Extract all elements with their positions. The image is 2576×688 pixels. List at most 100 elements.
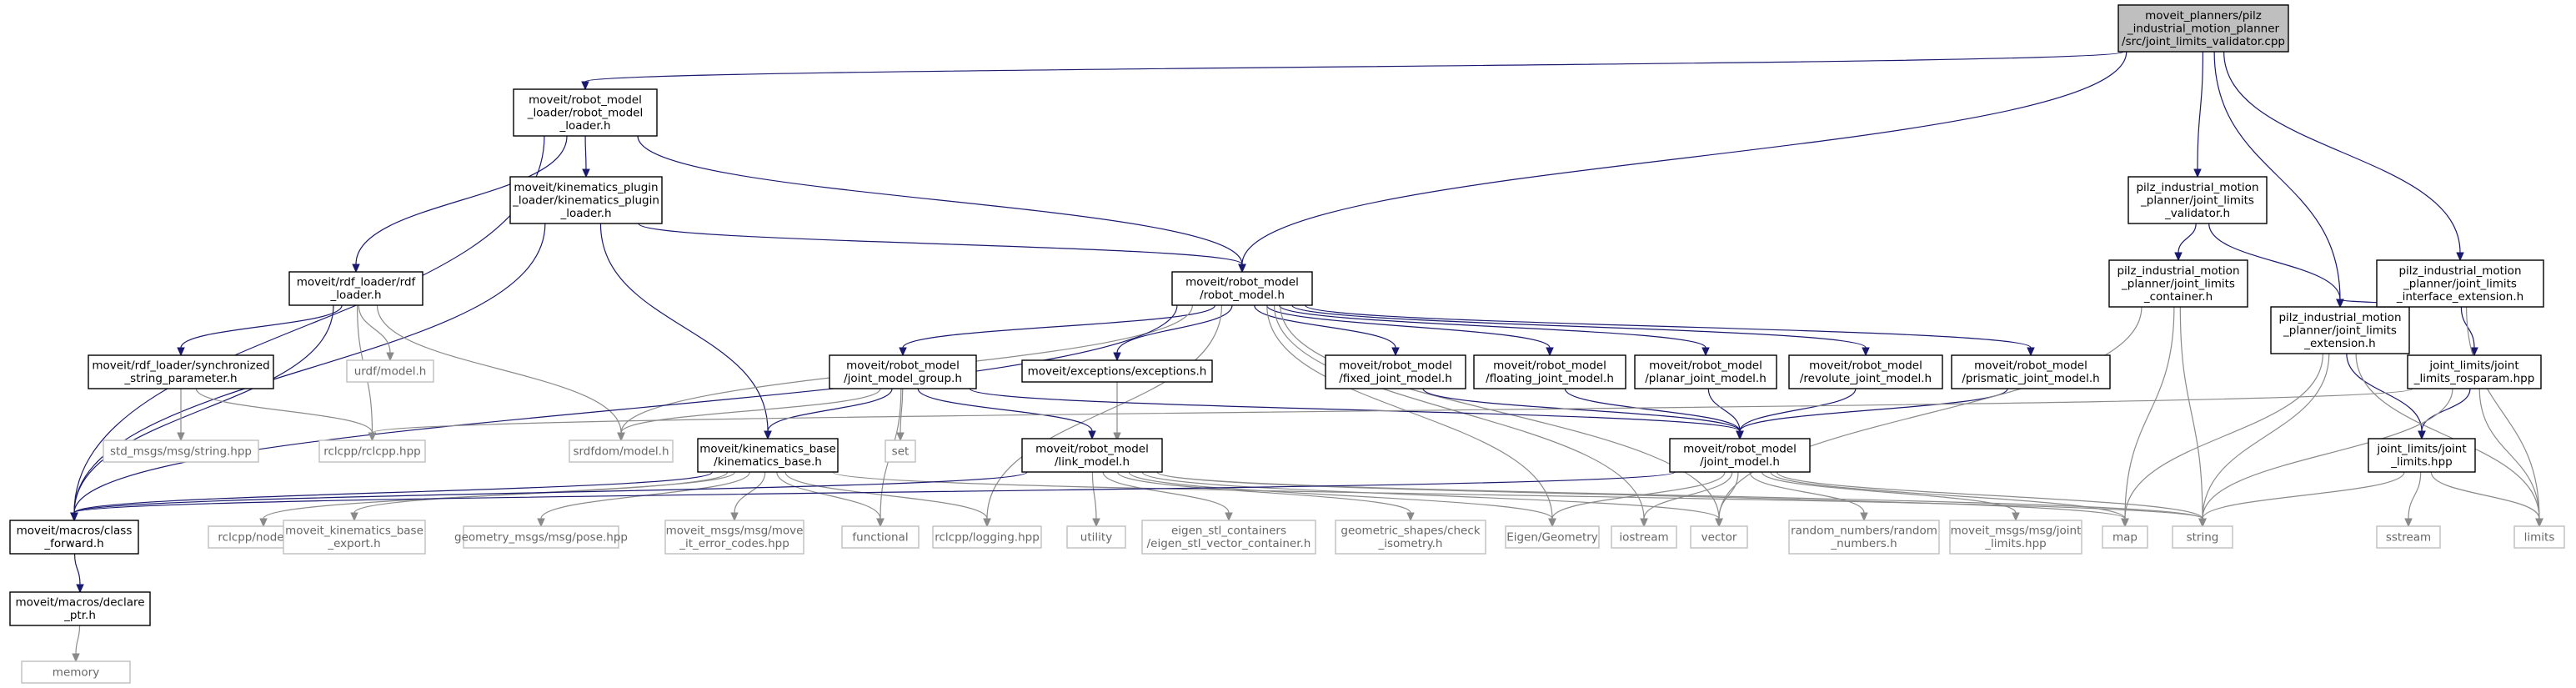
- node-label-line: /eigen_stl_vector_container.h: [1147, 537, 1311, 550]
- edge-jm-to-rnd: [1749, 471, 1868, 522]
- edge-arrowhead: [177, 432, 185, 442]
- node-pose[interactable]: geometry_msgs/msg/pose.hpp: [454, 525, 628, 549]
- node-vec[interactable]: vector: [1690, 525, 1748, 549]
- node-gsc[interactable]: geometric_shapes/check_isometry.h: [1335, 520, 1486, 555]
- edge-arrowhead: [617, 432, 625, 442]
- node-lm[interactable]: moveit/robot_model/link_model.h: [1021, 438, 1163, 473]
- edge-rm-to-fjm: [1254, 304, 1400, 357]
- node-str[interactable]: string: [2172, 525, 2233, 549]
- node-sstr[interactable]: sstream: [2376, 525, 2441, 549]
- node-label-line: _planner/joint_limits: [2121, 277, 2235, 290]
- node-mdp[interactable]: moveit/macros/declare_ptr.h: [9, 591, 151, 626]
- node-box: [2376, 259, 2544, 308]
- edge-line: [584, 135, 587, 170]
- node-esc[interactable]: eigen_stl_containers/eigen_stl_vector_co…: [1141, 520, 1316, 555]
- node-mjl[interactable]: moveit_msgs/msg/joint_limits.hpp: [1949, 520, 2082, 555]
- edge-arrowhead: [1238, 264, 1246, 274]
- node-rml[interactable]: moveit/robot_model_loader/robot_model_lo…: [513, 88, 658, 137]
- edge-arrowhead: [582, 168, 590, 178]
- node-flj[interactable]: moveit/robot_model/floating_joint_model.…: [1473, 354, 1626, 389]
- node-ios[interactable]: iostream: [1611, 525, 1677, 549]
- node-kpl[interactable]: moveit/kinematics_plugin_loader/kinemati…: [509, 176, 663, 224]
- edge-line: [2124, 306, 2175, 520]
- node-label-line: moveit/robot_model: [1185, 276, 1299, 289]
- node-label-line: moveit/macros/class: [17, 525, 133, 538]
- node-label-line: pilz_industrial_motion: [2278, 311, 2401, 324]
- node-eig[interactable]: Eigen/Geometry: [1505, 525, 1600, 549]
- node-fjm[interactable]: moveit/robot_model/fixed_joint_model.h: [1325, 354, 1466, 389]
- node-urdf[interactable]: urdf/model.h: [346, 359, 434, 383]
- node-label-line: functional: [852, 530, 908, 544]
- edge-line: [917, 388, 1093, 432]
- edge-line: [1116, 471, 1411, 514]
- node-jlh[interactable]: joint_limits/joint_limits.hpp: [2368, 438, 2476, 473]
- node-label-line: _interface_extension.h: [2396, 290, 2523, 304]
- edge-rm-to-plj: [1278, 304, 1710, 357]
- edge-jm-to-eig: [1548, 471, 1726, 528]
- edge-line: [1707, 388, 1741, 432]
- node-jle[interactable]: pilz_industrial_motion_planner/joint_lim…: [2270, 306, 2410, 354]
- node-srdf[interactable]: srdfdom/model.h: [569, 439, 674, 463]
- node-exc[interactable]: moveit/exceptions/exceptions.h: [1021, 359, 1213, 383]
- node-box: [664, 520, 804, 555]
- node-log[interactable]: rclcpp/logging.hpp: [932, 525, 1042, 549]
- node-sync[interactable]: moveit/rdf_loader/synchronized_string_pa…: [88, 354, 274, 389]
- edge-line: [1241, 51, 2127, 265]
- node-kbe[interactable]: moveit_kinematics_base_export.h: [283, 520, 426, 555]
- edge-arrowhead: [2012, 512, 2020, 522]
- node-set[interactable]: set: [885, 439, 916, 463]
- node-label-line: pilz_industrial_motion: [2136, 181, 2258, 194]
- node-rdf[interactable]: moveit/rdf_loader/rdf_loader.h: [288, 271, 423, 306]
- node-prj[interactable]: moveit/robot_model/prismatic_joint_model…: [1951, 354, 2111, 389]
- edge-line: [1291, 304, 1867, 349]
- node-label-line: rclcpp/logging.hpp: [935, 530, 1040, 544]
- node-jmg[interactable]: moveit/robot_model/joint_model_group.h: [829, 354, 977, 389]
- edge-line: [1422, 388, 1741, 432]
- node-jm[interactable]: moveit/robot_model/joint_model.h: [1669, 438, 1811, 473]
- node-label-line: moveit/robot_model: [1339, 359, 1452, 373]
- node-jlv[interactable]: pilz_industrial_motion_planner/joint_lim…: [2127, 176, 2268, 224]
- edge-line: [2202, 353, 2330, 520]
- node-label-line: moveit/robot_model: [529, 93, 642, 107]
- node-plj[interactable]: moveit/robot_model/planar_joint_model.h: [1634, 354, 1777, 389]
- node-mem[interactable]: memory: [21, 660, 131, 684]
- node-label-line: _ptr.h: [63, 609, 96, 622]
- node-jlc[interactable]: pilz_industrial_motion_planner/joint_lim…: [2108, 259, 2248, 308]
- node-rm[interactable]: moveit/robot_model/robot_model.h: [1171, 271, 1313, 306]
- node-mec[interactable]: moveit_msgs/msg/move_it_error_codes.hpp: [664, 520, 804, 555]
- node-label-line: moveit/robot_model: [1035, 443, 1149, 456]
- edge-arrowhead: [76, 584, 84, 594]
- edge-line: [599, 223, 769, 432]
- node-root[interactable]: moveit_planners/pilz_industrial_motion_p…: [2117, 4, 2289, 53]
- edge-line: [1718, 306, 2142, 520]
- node-rclcpp[interactable]: rclcpp/rclcpp.hpp: [318, 439, 426, 463]
- node-box: [1335, 520, 1486, 555]
- node-box: [1171, 271, 1313, 306]
- node-func[interactable]: functional: [841, 525, 920, 549]
- edge-kb-to-log: [784, 471, 991, 528]
- node-kb[interactable]: moveit/kinematics_base/kinematics_base.h: [697, 438, 839, 473]
- edge-line: [637, 135, 1243, 265]
- node-label-line: /src/joint_limits_validator.cpp: [2122, 35, 2285, 48]
- nodes-layer: moveit_planners/pilz_industrial_motion_p…: [9, 4, 2565, 684]
- node-label-line: moveit/kinematics_plugin: [514, 181, 658, 194]
- node-jlie[interactable]: pilz_industrial_motion_planner/joint_lim…: [2376, 259, 2544, 308]
- edge-rml-to-rdf: [352, 135, 568, 274]
- edge-arrowhead: [1092, 518, 1100, 528]
- edge-line: [2179, 306, 2203, 520]
- node-lim[interactable]: limits: [2513, 525, 2565, 549]
- edge-mdp-to-mem: [72, 625, 81, 663]
- edge-kpl-to-kb: [599, 223, 772, 440]
- node-label-line: _isometry.h: [1377, 537, 1442, 550]
- node-jlr[interactable]: joint_limits/joint_limits_rosparam.hpp: [2407, 354, 2542, 389]
- edge-line: [2202, 471, 2405, 520]
- node-stdstr[interactable]: std_msgs/msg/string.hpp: [103, 439, 259, 463]
- node-rvj[interactable]: moveit/robot_model/revolute_joint_model.…: [1788, 354, 1943, 389]
- node-rnd[interactable]: random_numbers/random_numbers.h: [1788, 520, 1940, 555]
- node-map[interactable]: map: [2102, 525, 2148, 549]
- node-util[interactable]: utility: [1066, 525, 1126, 549]
- node-mcf[interactable]: moveit/macros/class_forward.h: [9, 520, 139, 555]
- edge-arrowhead: [1715, 518, 1723, 528]
- node-label-line: _it_error_codes.hpp: [679, 537, 789, 550]
